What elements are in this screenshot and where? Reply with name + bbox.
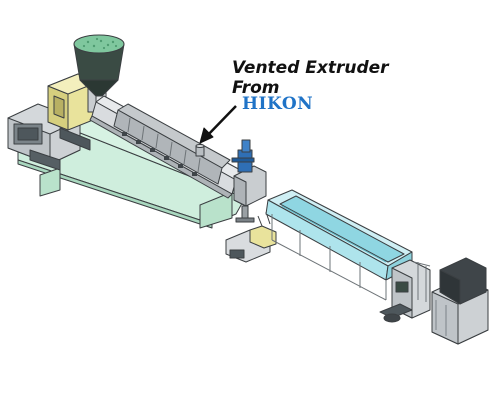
callout-arrow	[199, 105, 237, 144]
callout-from: From	[232, 78, 280, 98]
hopper	[73, 34, 125, 97]
vacuum-pump-unit	[225, 211, 277, 263]
vent-port	[195, 144, 205, 157]
die-head	[231, 139, 267, 207]
die-support-stand	[235, 205, 255, 223]
tank-support-frame	[271, 214, 387, 301]
brand-logo-text: HIKON	[242, 94, 314, 114]
cooling-water-tank	[265, 189, 413, 281]
cutter-cabinet	[431, 257, 489, 345]
callout-caption: Vented Extruder From	[232, 58, 389, 98]
pipe-guide-posts	[413, 261, 431, 302]
callout-title: Vented Extruder	[232, 58, 389, 78]
haul-off-unit	[379, 259, 431, 323]
drive-motor	[47, 73, 99, 151]
